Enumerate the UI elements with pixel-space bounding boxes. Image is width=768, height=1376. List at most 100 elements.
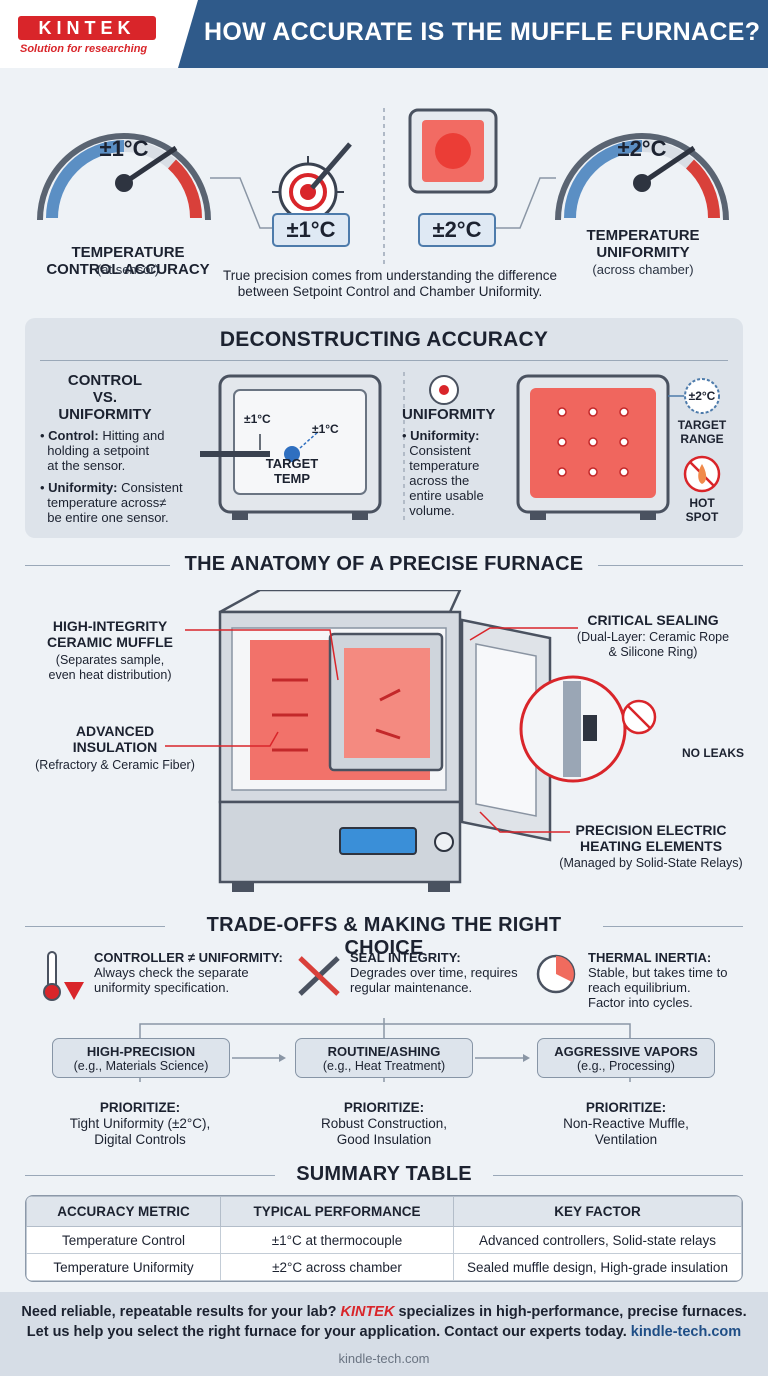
target-range-icon: [684, 378, 720, 414]
brand-tagline: Solution for researching: [20, 43, 148, 55]
intro-caption-line: between Setpoint Control and Chamber Uni…: [237, 284, 543, 299]
tradeoffs-title: TRADE-OFFS & MAKING THE RIGHT CHOICE: [206, 914, 562, 959]
bullet-text: Consistent: [409, 443, 471, 458]
uniformity-oven-icon: [516, 374, 670, 520]
gauge-right-label-line: UNIFORMITY: [596, 244, 690, 261]
priority-text: Digital Controls: [94, 1132, 186, 1147]
heading-line: UNIFORMITY: [58, 406, 152, 423]
footer-text: Need reliable, repeatable results for yo…: [21, 1304, 337, 1320]
stopwatch-icon: [536, 954, 576, 994]
muffle-label: HIGH-INTEGRITY CERAMIC MUFFLE: [30, 618, 190, 650]
label-line: PRECISION ELECTRIC: [575, 822, 727, 838]
tradeoff-text: regular maintenance.: [350, 980, 473, 995]
footer-brand: KINTEK: [340, 1304, 395, 1320]
control-oven-icon: [200, 374, 382, 520]
uniformity-box: ±2°C: [418, 213, 496, 247]
uniformity-bullet: • Uniformity: Consistent temperature acr…: [40, 480, 183, 525]
table-row: Temperature Uniformity ±2°C across chamb…: [26, 1253, 742, 1281]
choice-aggressive-vapors[interactable]: AGGRESSIVE VAPORS (e.g., Processing): [537, 1038, 715, 1078]
bullet-text: Consistent: [121, 480, 183, 495]
control-bullet: • Control: Hitting and holding a setpoin…: [40, 428, 165, 473]
priority-label: PRIORITIZE:: [99, 1100, 181, 1115]
heating-elements-sub: (Managed by Solid-State Relays): [559, 856, 743, 870]
heading-line: VS.: [92, 389, 118, 406]
tradeoff-graphics: [43, 951, 631, 1082]
deconstruct-graphics: [200, 372, 721, 520]
tradeoff-text: uniformity specification.: [94, 980, 230, 995]
gauge-left-icon: [37, 133, 211, 221]
summary-table: ACCURACY METRIC TYPICAL PERFORMANCE KEY …: [25, 1195, 743, 1282]
choice-title: HIGH-PRECISION: [86, 1044, 196, 1059]
heat-source-icon: [429, 375, 459, 405]
gauge-left-label-line: CONTROL ACCURACY: [46, 261, 210, 278]
label-line: INSULATION: [72, 739, 158, 755]
chamber-heat-icon: [408, 108, 498, 194]
label-line: (Separates sample,: [55, 653, 165, 667]
label-line: TARGET: [265, 456, 319, 471]
intro-caption: True precision comes from understanding …: [150, 268, 630, 300]
bullet-text: be entire one sensor.: [47, 510, 169, 525]
priority-text: Ventilation: [594, 1132, 658, 1147]
label-line: HOT: [689, 496, 715, 510]
furnace-illustration: [218, 590, 552, 892]
bullet-text: at the sensor.: [47, 458, 126, 473]
table-cell: Temperature Uniformity: [26, 1253, 221, 1281]
gauge-left-label: TEMPERATURE CONTROL ACCURACY: [30, 244, 226, 278]
priority-high-precision: PRIORITIZE: Tight Uniformity (±2°C), Dig…: [40, 1100, 240, 1148]
label-line: TARGET: [677, 418, 727, 432]
priority-text: Tight Uniformity (±2°C),: [69, 1116, 211, 1131]
priority-label: PRIORITIZE:: [343, 1100, 425, 1115]
choice-routine-ashing[interactable]: ROUTINE/ASHING (e.g., Heat Treatment): [295, 1038, 473, 1078]
priority-aggressive: PRIORITIZE: Non-Reactive Muffle, Ventila…: [526, 1100, 726, 1148]
label-line: even heat distribution): [48, 668, 172, 682]
label-line: HIGH-INTEGRITY: [52, 618, 168, 634]
choice-sub: (e.g., Processing): [577, 1059, 675, 1073]
footer-link[interactable]: kindle-tech.com: [630, 1324, 742, 1340]
choice-high-precision[interactable]: HIGH-PRECISION (e.g., Materials Science): [52, 1038, 230, 1078]
heating-elements-label: PRECISION ELECTRIC HEATING ELEMENTS: [566, 822, 736, 854]
gauge-right-sub: (across chamber): [592, 262, 694, 277]
insulation-sub: (Refractory & Ceramic Fiber): [35, 758, 195, 772]
table-header: ACCURACY METRIC: [26, 1196, 221, 1227]
bullet-text: temperature across≠: [47, 495, 167, 510]
heading-line: CONTROL: [67, 372, 143, 389]
choice-title: AGGRESSIVE VAPORS: [554, 1044, 698, 1059]
header-band: [178, 0, 768, 68]
control-vs-uniformity-heading: CONTROL VS. UNIFORMITY: [45, 372, 165, 423]
sealing-sub: (Dual-Layer: Ceramic Rope & Silicone Rin…: [568, 630, 738, 660]
deconstruct-title: DECONSTRUCTING ACCURACY: [219, 328, 549, 351]
choice-title: ROUTINE/ASHING: [327, 1044, 441, 1059]
tradeoff-text: Degrades over time, requires: [350, 965, 518, 980]
priority-text: Good Insulation: [336, 1132, 432, 1147]
footer-site[interactable]: kindle-tech.com: [338, 1351, 430, 1366]
insulation-label: ADVANCED INSULATION: [30, 723, 200, 755]
summary-title: SUMMARY TABLE: [296, 1163, 472, 1185]
tradeoff-text: reach equilibrium.: [588, 980, 691, 995]
priority-text: Non-Reactive Muffle,: [563, 1116, 689, 1131]
control-tolerance-a: ±1°C: [244, 412, 271, 426]
bullet-key: Control:: [48, 428, 99, 443]
target-range-label: TARGET RANGE: [672, 418, 732, 446]
table-cell: Sealed muffle design, High-grade insulat…: [453, 1253, 742, 1281]
priority-routine: PRIORITIZE: Robust Construction, Good In…: [284, 1100, 484, 1148]
footer-text: specializes in high-performance, precise…: [398, 1304, 747, 1320]
table-cell: Temperature Control: [26, 1226, 221, 1254]
furnace-icon: [218, 590, 552, 892]
gauge-right-label-line: TEMPERATURE: [586, 227, 700, 244]
gauge-right-value: ±2°C: [617, 136, 667, 161]
choice-sub: (e.g., Materials Science): [73, 1059, 209, 1073]
gauge-left-sub: (at sensor): [96, 262, 160, 277]
brand-logo[interactable]: KINTEK: [18, 16, 156, 40]
callout-lines: [165, 627, 578, 833]
footer-line-2: Let us help you select the right furnace…: [0, 1324, 768, 1340]
hot-spot-icon: [683, 455, 721, 493]
table-cell: ±1°C at thermocouple: [220, 1226, 454, 1254]
tradeoff-text: Always check the separate: [94, 965, 249, 980]
divider: [603, 926, 743, 927]
target-icon: [272, 142, 352, 228]
table-row: Temperature Control ±1°C at thermocouple…: [26, 1226, 742, 1254]
bullet-text: Hitting and: [102, 428, 165, 443]
gauge-left-label-line: TEMPERATURE: [71, 244, 185, 261]
tradeoff-controller: CONTROLLER ≠ UNIFORMITY: Always check th…: [94, 950, 294, 995]
page-title: HOW ACCURATE IS THE MUFFLE FURNACE?: [204, 18, 761, 46]
